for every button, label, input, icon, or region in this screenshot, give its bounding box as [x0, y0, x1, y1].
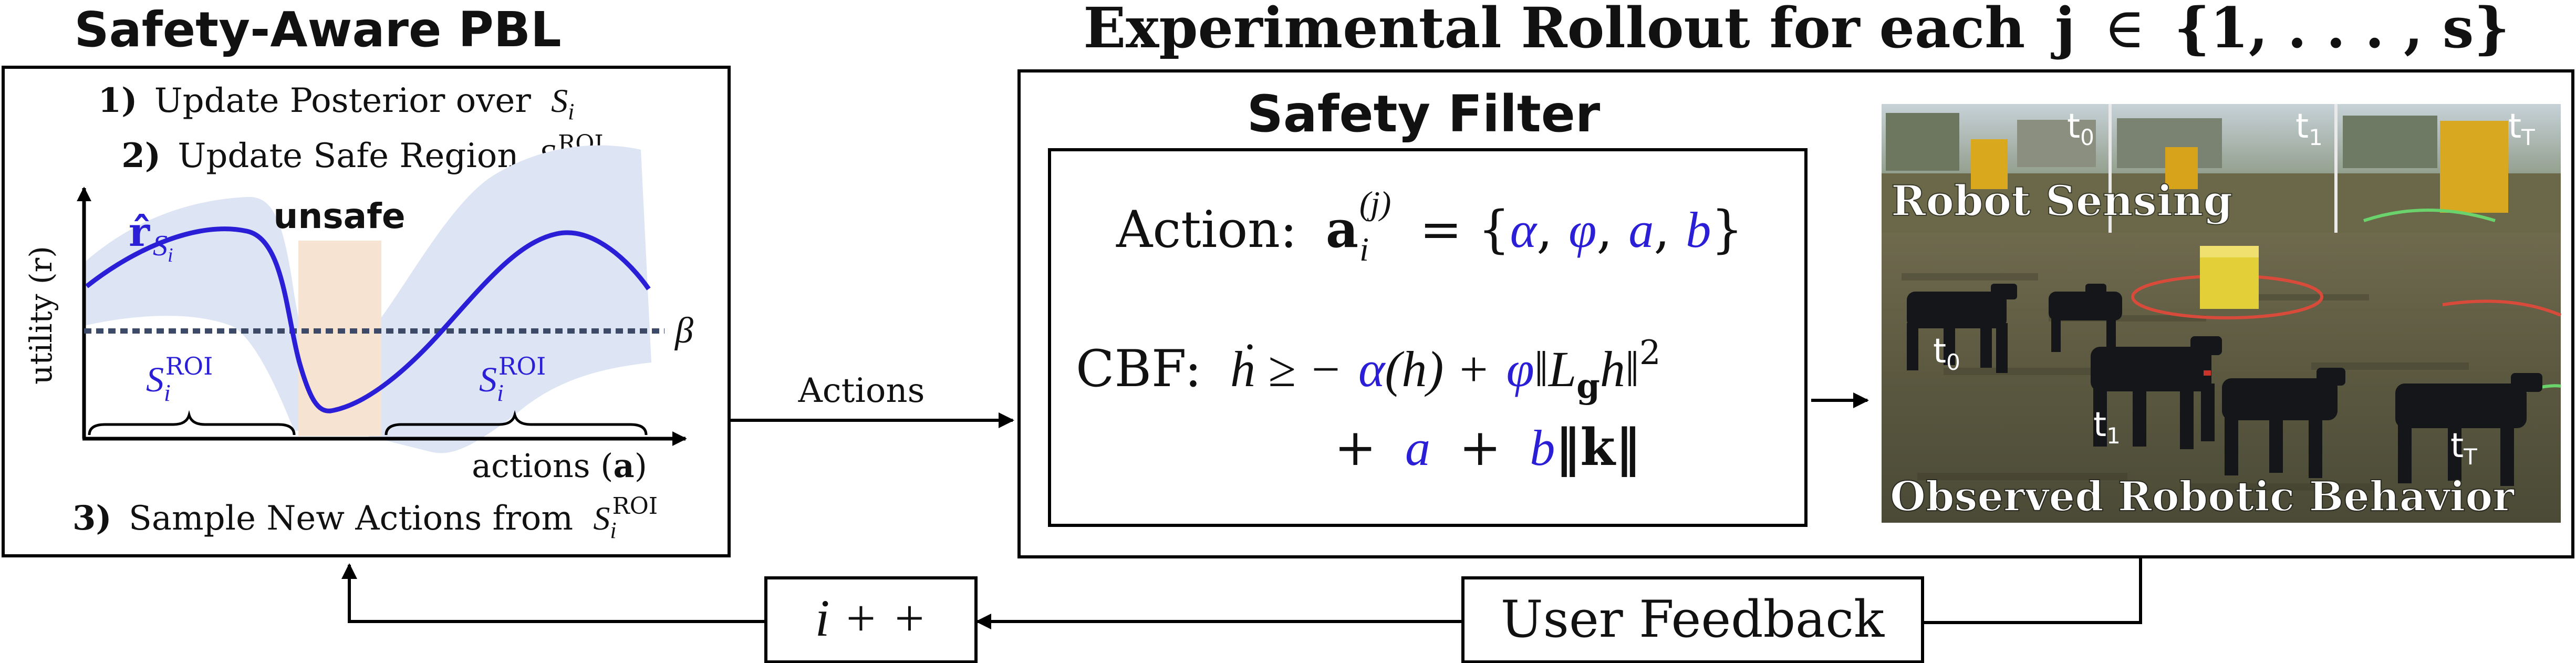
- r-hat-label: r̂Si: [129, 209, 173, 266]
- time-label-bottom-1: t1: [2093, 406, 2121, 449]
- robot-dog-tT: [2395, 373, 2542, 486]
- feedback-connector: [1923, 557, 2142, 624]
- roi-label-right: SiROI: [479, 352, 546, 406]
- cbf-equation-line2: + a + b‖k‖: [1334, 418, 1640, 477]
- mean-utility-curve: [85, 226, 651, 413]
- robot-photo: t0 t1 tT t0 t1 tT Robot Sensing Observed…: [1882, 104, 2562, 523]
- safety-filter-box: [1048, 148, 1808, 527]
- time-label-top-0: t0: [2067, 107, 2094, 150]
- actions-arrow-label: Actions: [798, 371, 925, 410]
- unsafe-region: [298, 241, 381, 436]
- yellow-box-frame1: [2165, 147, 2198, 189]
- robot-dog-t0: [1907, 284, 2017, 373]
- robot-sensing-caption: Robot Sensing: [1891, 176, 2232, 225]
- user-feedback-label: User Feedback: [1501, 590, 1885, 649]
- time-label-bottom-T: tT: [2450, 427, 2477, 470]
- time-label-top-T: tT: [2508, 107, 2535, 150]
- robot-dog-mid: [2049, 284, 2122, 355]
- unsafe-label: unsafe: [273, 196, 405, 236]
- time-label-top-1: t1: [2295, 107, 2323, 150]
- step1-text: 1) Update Posterior over Si: [98, 81, 575, 125]
- action-equation: Action: ai(j) = {α, φ, a, b}: [1116, 168, 1743, 268]
- left-panel-box: [2, 66, 731, 557]
- counter-to-pbl-arrow: [341, 563, 766, 623]
- utility-chart: unsafe utility (r) β r̂Si SiROI SiROI ac…: [23, 145, 693, 485]
- x-axis-label: actions (a): [472, 447, 647, 485]
- step3-text: 3) Sample New Actions from SiROI: [72, 493, 658, 543]
- roi-label-left: SiROI: [146, 352, 213, 406]
- y-axis-label: utility (r): [23, 246, 59, 385]
- right-panel-title: Experimental Rollout for each j ∈ {1, . …: [1083, 0, 2509, 60]
- user-feedback-box: [1461, 576, 1924, 663]
- robot-dog-t1: [2091, 336, 2222, 449]
- safety-filter-title: Safety Filter: [1247, 85, 1601, 143]
- observed-behavior-caption: Observed Robotic Behavior: [1890, 473, 2515, 521]
- yellow-box-frame0: [1971, 139, 2008, 189]
- yellow-box-frameT: [2440, 121, 2508, 213]
- beta-label: β: [674, 310, 693, 351]
- roi-brace-left: [88, 410, 296, 436]
- robot-dog-t1b: [2222, 368, 2345, 478]
- time-label-bottom-0: t0: [1933, 332, 1960, 375]
- confidence-band: [84, 145, 651, 453]
- roi-brace-right: [385, 410, 648, 436]
- left-panel-title: Safety-Aware PBL: [74, 2, 561, 58]
- counter-label: i + +: [815, 589, 927, 647]
- cbf-equation-line1: CBF: ḣ ≥ − α(h) + φ‖Lgh‖2: [1076, 334, 1661, 406]
- right-panel-box: [1017, 69, 2574, 558]
